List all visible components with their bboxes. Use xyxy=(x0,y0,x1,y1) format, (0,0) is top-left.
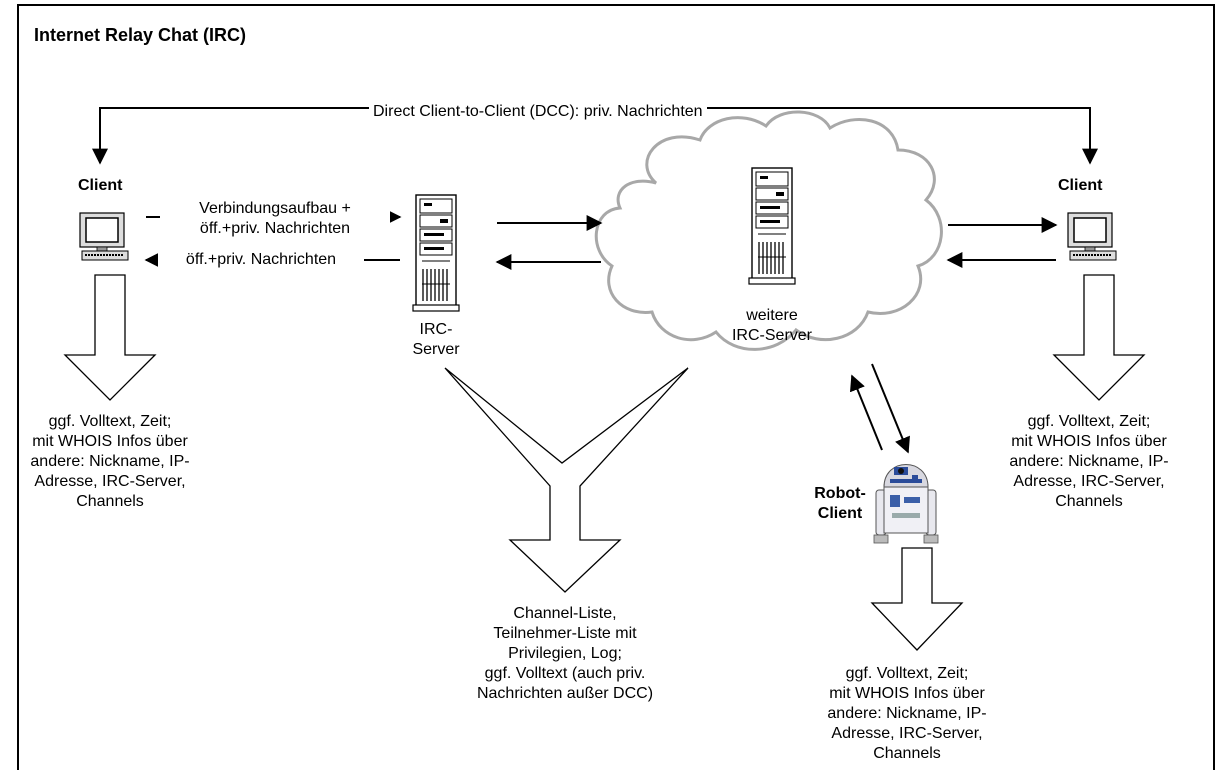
client-left-hollow-arrow xyxy=(63,274,157,401)
client-left-label: Client xyxy=(78,177,123,194)
client-left-info-line: mit WHOIS Infos über xyxy=(32,433,188,450)
client-left-info-line: andere: Nickname, IP- xyxy=(30,453,190,470)
diagram-frame xyxy=(17,4,1215,770)
server-info-line: ggf. Volltext (auch priv. xyxy=(484,665,646,682)
computer-icon xyxy=(79,212,129,261)
robot-info: ggf. Volltext, Zeit; mit WHOIS Infos übe… xyxy=(812,664,1002,764)
server-info-line: Channel-Liste, xyxy=(513,605,617,622)
robot-info-line: mit WHOIS Infos über xyxy=(829,685,985,702)
client-right-info-line: Adresse, IRC-Server, xyxy=(1013,473,1165,490)
server-info-line: Nachrichten außer DCC) xyxy=(476,685,654,702)
client-right-info-line: mit WHOIS Infos über xyxy=(1011,433,1167,450)
server-tower-icon xyxy=(412,194,460,312)
client-right-info-line: ggf. Volltext, Zeit; xyxy=(1027,413,1151,430)
computer-icon xyxy=(1067,212,1117,261)
client-right-hollow-arrow xyxy=(1052,274,1146,401)
robot-info-line: ggf. Volltext, Zeit; xyxy=(845,665,969,682)
robot-label-line: Client xyxy=(817,505,863,522)
client-left-info-line: ggf. Volltext, Zeit; xyxy=(48,413,172,430)
server-info: Channel-Liste, Teilnehmer-Liste mit Priv… xyxy=(465,604,665,704)
cloud-label: weitere IRC-Server xyxy=(712,306,832,346)
robot-up-arrow xyxy=(849,374,883,451)
connect-label-line: Verbindungsaufbau + xyxy=(199,200,351,217)
client-left-info: ggf. Volltext, Zeit; mit WHOIS Infos übe… xyxy=(15,412,205,512)
irc-server-label-line: IRC- xyxy=(419,321,453,338)
page-title: Internet Relay Chat (IRC) xyxy=(34,25,247,45)
reply-label: öff.+priv. Nachrichten xyxy=(158,250,364,270)
cloud-label-line: weitere xyxy=(746,307,798,324)
client-right-info-line: Channels xyxy=(1055,493,1123,510)
robot-icon xyxy=(873,464,939,544)
server-tower-icon xyxy=(748,167,796,285)
client-right-label: Client xyxy=(1058,177,1103,194)
server-info-line: Teilnehmer-Liste mit xyxy=(493,625,637,642)
robot-info-line: Adresse, IRC-Server, xyxy=(831,725,983,742)
client-right-info: ggf. Volltext, Zeit; mit WHOIS Infos übe… xyxy=(994,412,1184,512)
robot-label: Robot- Client xyxy=(800,484,880,524)
client-left-info-line: Channels xyxy=(76,493,144,510)
robot-info-line: Channels xyxy=(873,745,941,762)
dcc-label: Direct Client-to-Client (DCC): priv. Nac… xyxy=(369,103,707,121)
connect-label: Verbindungsaufbau + öff.+priv. Nachricht… xyxy=(160,199,390,239)
server-info-line: Privilegien, Log; xyxy=(508,645,622,662)
client-right-info-line: andere: Nickname, IP- xyxy=(1009,453,1169,470)
connect-label-line: öff.+priv. Nachrichten xyxy=(199,220,351,237)
robot-down-arrow xyxy=(871,363,910,454)
irc-server-label-line: Server xyxy=(412,341,460,358)
cloud-label-line: IRC-Server xyxy=(731,327,812,344)
irc-server-label: IRC- Server xyxy=(396,320,476,360)
client-left-info-line: Adresse, IRC-Server, xyxy=(34,473,186,490)
robot-label-line: Robot- xyxy=(814,485,866,502)
robot-hollow-arrow xyxy=(870,547,964,651)
server-y-arrow xyxy=(444,367,689,593)
robot-info-line: andere: Nickname, IP- xyxy=(827,705,987,722)
